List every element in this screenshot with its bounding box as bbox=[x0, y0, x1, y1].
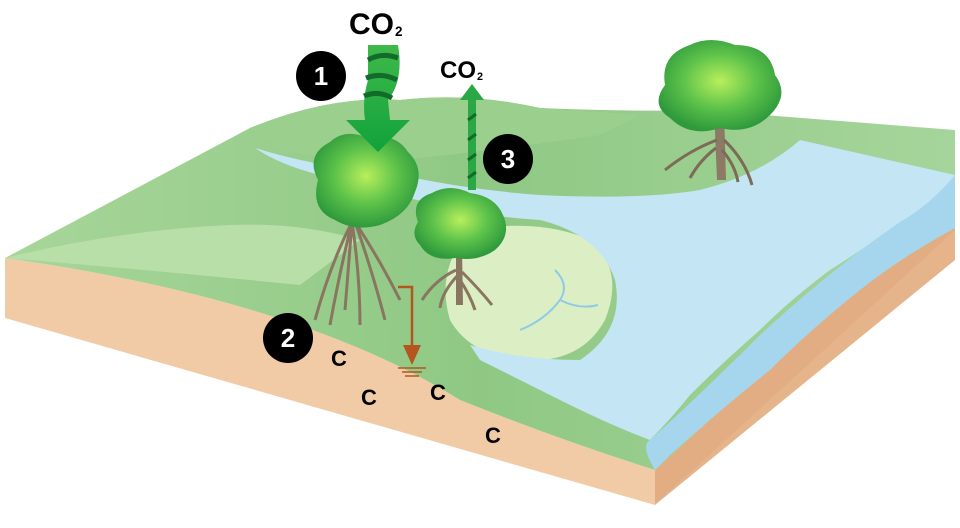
tidal-channel bbox=[519, 269, 599, 331]
soil-carbon-mark: C bbox=[430, 380, 446, 405]
co2-release-label: CO2 bbox=[440, 57, 483, 85]
co2-release-text: CO bbox=[440, 57, 476, 84]
soil-carbon-mark: C bbox=[331, 346, 347, 371]
step-badge-2: 2 bbox=[263, 313, 313, 363]
co2-release-subscript: 2 bbox=[477, 70, 484, 83]
soil-carbon-mark: C bbox=[361, 385, 377, 410]
step-badge-3: 3 bbox=[483, 134, 533, 184]
step-badge-1: 1 bbox=[296, 51, 346, 101]
root-carbon-arrow bbox=[398, 285, 426, 377]
soil-left-face bbox=[5, 258, 655, 505]
soil-carbon-mark: C bbox=[485, 423, 501, 448]
co2-uptake-subscript: 2 bbox=[395, 24, 403, 40]
mangrove-tree-left bbox=[313, 133, 419, 326]
mangrove-tree-right bbox=[414, 188, 507, 311]
mangrove-tree-back bbox=[658, 40, 782, 186]
co2-release-arrow bbox=[460, 84, 484, 190]
co2-uptake-label: CO2 bbox=[349, 8, 403, 42]
co2-uptake-arrow bbox=[346, 45, 410, 152]
co2-uptake-text: CO bbox=[349, 8, 394, 41]
land-ridge-light bbox=[5, 224, 360, 285]
water-body bbox=[255, 140, 955, 440]
mudflat bbox=[445, 225, 613, 361]
water-edge bbox=[646, 175, 955, 470]
